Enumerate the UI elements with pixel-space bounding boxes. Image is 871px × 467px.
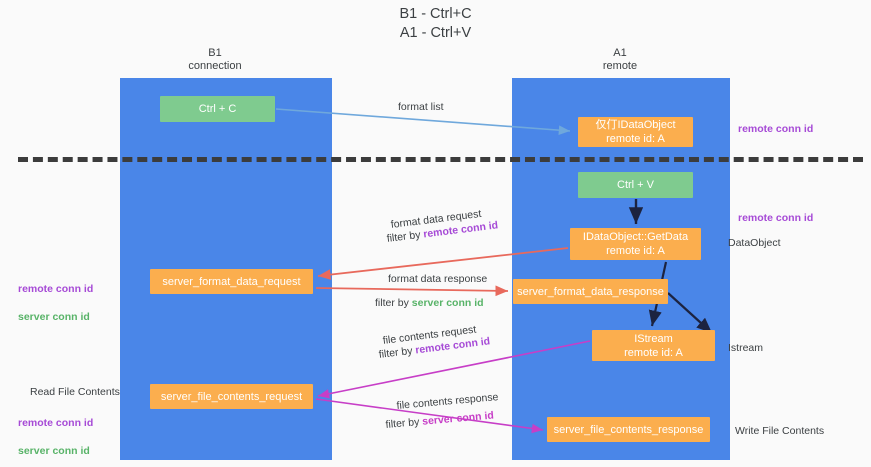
filter-prefix: filter by <box>375 297 412 309</box>
edge-fmtresp-to-istream <box>667 292 713 334</box>
edge-format-data-response <box>315 285 509 297</box>
edge-format-list <box>275 108 571 135</box>
filter-key-server-conn-id: server conn id <box>411 297 484 309</box>
node-idataobject-getdata[interactable]: IDataObject::GetData remote id: A <box>570 228 701 260</box>
left-label-remote-conn-id: remote conn id <box>18 283 94 295</box>
left-label-conn-ids-2: remote conn id server conn id <box>18 402 93 467</box>
left-label-remote-conn-id-2: remote conn id <box>18 417 94 429</box>
edge-format-data-request <box>317 247 569 280</box>
node-server-format-data-request[interactable]: server_format_data_request <box>150 269 313 294</box>
column-header-a1: A1 remote <box>602 47 638 72</box>
left-label-server-conn-id-2: server conn id <box>18 445 90 457</box>
right-label-write-file-contents: Write File Contents <box>735 425 825 437</box>
node-ctrl-v[interactable]: Ctrl + V <box>578 172 693 198</box>
right-label-remote-conn-id-top: remote conn id <box>738 123 814 135</box>
node-istream[interactable]: IStream remote id: A <box>592 330 715 361</box>
left-label-server-conn-id: server conn id <box>18 311 90 323</box>
right-label-remote-conn-id-mid: remote conn id <box>738 212 814 224</box>
diagram-title: B1 - Ctrl+C A1 - Ctrl+V <box>399 6 472 41</box>
right-label-data-object: DataObject <box>728 237 781 249</box>
node-idataobject[interactable]: 仅仃IDataObject remote id: A <box>578 117 693 147</box>
left-label-read-file-contents: Read File Contents <box>30 386 120 398</box>
node-server-format-data-response[interactable]: server_format_data_response <box>513 279 668 304</box>
edge-file-contents-request <box>317 340 591 399</box>
edge-label-format-data-response-filter: filter by server conn id <box>375 296 484 310</box>
node-ctrl-c[interactable]: Ctrl + C <box>160 96 275 122</box>
column-header-b1: B1 connection <box>188 47 242 72</box>
filter-prefix: filter by <box>385 415 423 431</box>
edge-label-format-list: format list <box>398 101 444 113</box>
edge-label-format-data-response: format data response <box>388 273 488 285</box>
edge-file-contents-response <box>315 398 544 434</box>
right-label-istream: Istream <box>728 342 764 354</box>
left-label-conn-ids: remote conn id server conn id <box>18 268 93 338</box>
horizontal-divider <box>18 157 863 162</box>
node-server-file-contents-response[interactable]: server_file_contents_response <box>547 417 710 442</box>
node-server-file-contents-request[interactable]: server_file_contents_request <box>150 384 313 409</box>
